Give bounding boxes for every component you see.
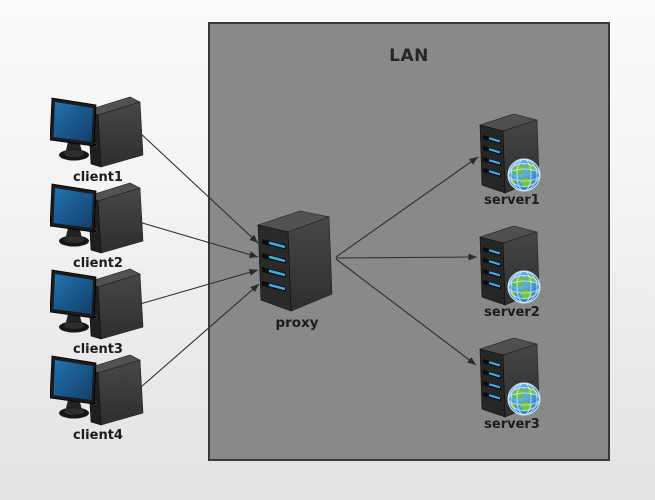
- web-server-icon: [477, 109, 547, 197]
- proxy-server-icon: [255, 205, 339, 317]
- node-client4: client4: [50, 347, 146, 443]
- client-computer-icon: [50, 89, 146, 169]
- client-computer-icon: [50, 175, 146, 255]
- node-label-client2: client2: [73, 255, 123, 271]
- node-label-server3: server3: [484, 417, 540, 432]
- node-server2: server2: [477, 221, 547, 320]
- web-server-icon: [477, 333, 547, 421]
- node-server1: server1: [477, 109, 547, 208]
- node-label-server1: server1: [484, 193, 540, 208]
- node-label-server2: server2: [484, 305, 540, 320]
- node-label-client3: client3: [73, 341, 123, 357]
- client-computer-icon: [50, 261, 146, 341]
- node-label-client4: client4: [73, 427, 123, 443]
- node-label-proxy: proxy: [275, 315, 319, 331]
- node-client2: client2: [50, 175, 146, 271]
- client-computer-icon: [50, 347, 146, 427]
- node-client1: client1: [50, 89, 146, 185]
- node-proxy: proxy: [255, 205, 339, 331]
- node-label-client1: client1: [73, 169, 123, 185]
- web-server-icon: [477, 221, 547, 309]
- node-client3: client3: [50, 261, 146, 357]
- lan-label: LAN: [389, 46, 429, 66]
- node-server3: server3: [477, 333, 547, 432]
